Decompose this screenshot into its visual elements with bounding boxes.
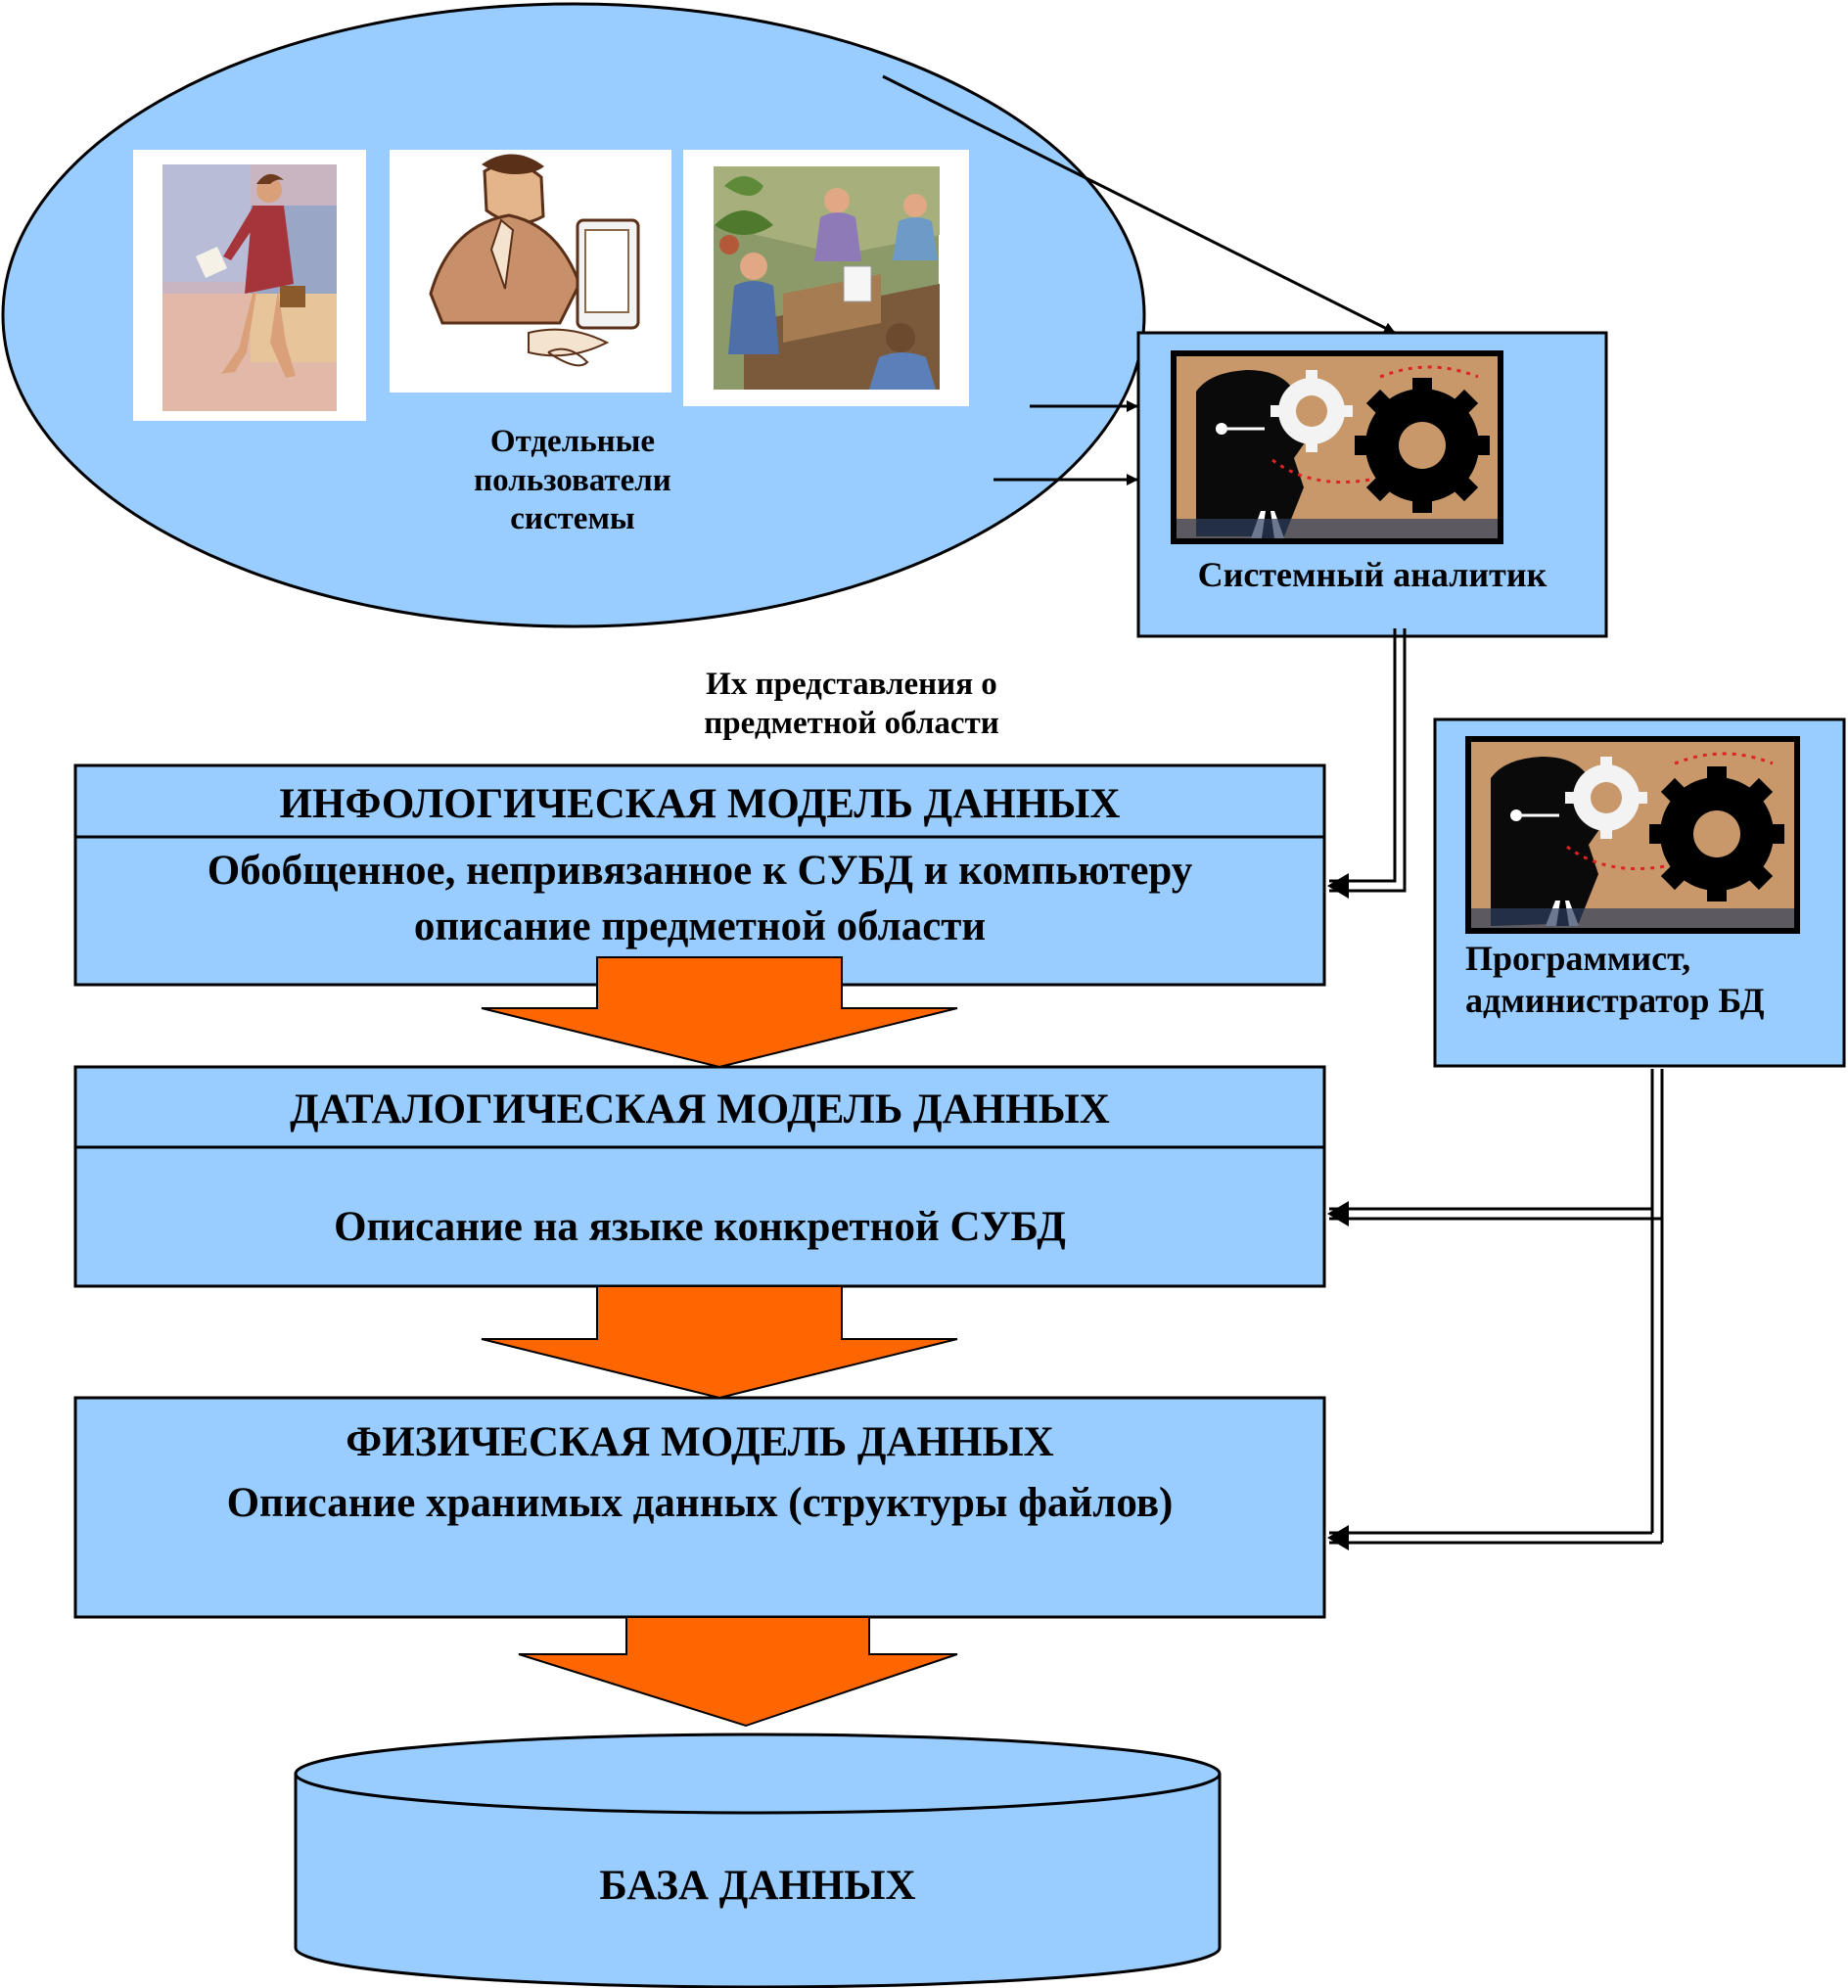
physical-box bbox=[73, 1396, 1326, 1619]
programmer-label-line: администратор БД bbox=[1465, 981, 1765, 1021]
analyst-label: Системный аналитик bbox=[1197, 555, 1548, 594]
database-cylinder bbox=[294, 1733, 1222, 1988]
datalogical-box bbox=[73, 1065, 1326, 1288]
datalogical-desc: Описание на языке конкретной СУБД bbox=[334, 1204, 1066, 1250]
physical-title: ФИЗИЧЕСКАЯ МОДЕЛЬ ДАННЫХ bbox=[346, 1419, 1054, 1465]
infological-title: ИНФОЛОГИЧЕСКАЯ МОДЕЛЬ ДАННЫХ bbox=[279, 781, 1121, 827]
arrow-physical-to-database bbox=[518, 1616, 958, 1728]
man-with-gears-picture bbox=[1465, 736, 1800, 934]
database-label: БАЗА ДАННЫХ bbox=[599, 1863, 916, 1909]
programmer-label: Программист, администратор БД bbox=[1465, 938, 1837, 1022]
walking-woman-picture bbox=[133, 150, 366, 421]
man-with-gears-picture bbox=[1171, 350, 1503, 544]
analyst-to-infological-arrowhead bbox=[1327, 873, 1349, 899]
office-meeting-picture bbox=[683, 150, 969, 406]
infological-desc-line: описание предметной области bbox=[413, 902, 987, 949]
datalogical-title: ДАТАЛОГИЧЕСКАЯ МОДЕЛЬ ДАННЫХ bbox=[290, 1086, 1110, 1133]
users-label-line: Отдельные bbox=[489, 424, 656, 459]
analyst-to-infological-connector bbox=[1329, 628, 1407, 893]
programmer-label-line: Программист, bbox=[1465, 939, 1691, 978]
users-label-line: пользователи bbox=[474, 462, 671, 498]
programmer-to-datalogical-arrowhead bbox=[1327, 1201, 1349, 1226]
arrow-datalogical-to-physical bbox=[481, 1285, 958, 1400]
users-to-analyst-line bbox=[882, 74, 1396, 335]
physical-desc: Описание хранимых данных (структуры файл… bbox=[226, 1480, 1174, 1526]
representation-note: Их представления о предметной области bbox=[617, 666, 1086, 743]
programmer-to-physical-arrowhead bbox=[1327, 1525, 1349, 1550]
infological-box bbox=[73, 763, 1326, 987]
users-label: Отдельные пользователи системы bbox=[396, 423, 749, 539]
representation-note-line: Их представления о bbox=[706, 667, 997, 702]
infological-desc: Обобщенное, непривязанное к СУБД и компь… bbox=[75, 844, 1324, 955]
arrow-infological-to-datalogical bbox=[481, 956, 958, 1069]
infological-desc-line: Обобщенное, непривязанное к СУБД и компь… bbox=[207, 848, 1193, 894]
man-at-computer-picture bbox=[390, 150, 671, 393]
representation-note-line: предметной области bbox=[704, 705, 999, 741]
users-label-line: системы bbox=[510, 501, 635, 537]
programmer-connector bbox=[1329, 1069, 1664, 1545]
